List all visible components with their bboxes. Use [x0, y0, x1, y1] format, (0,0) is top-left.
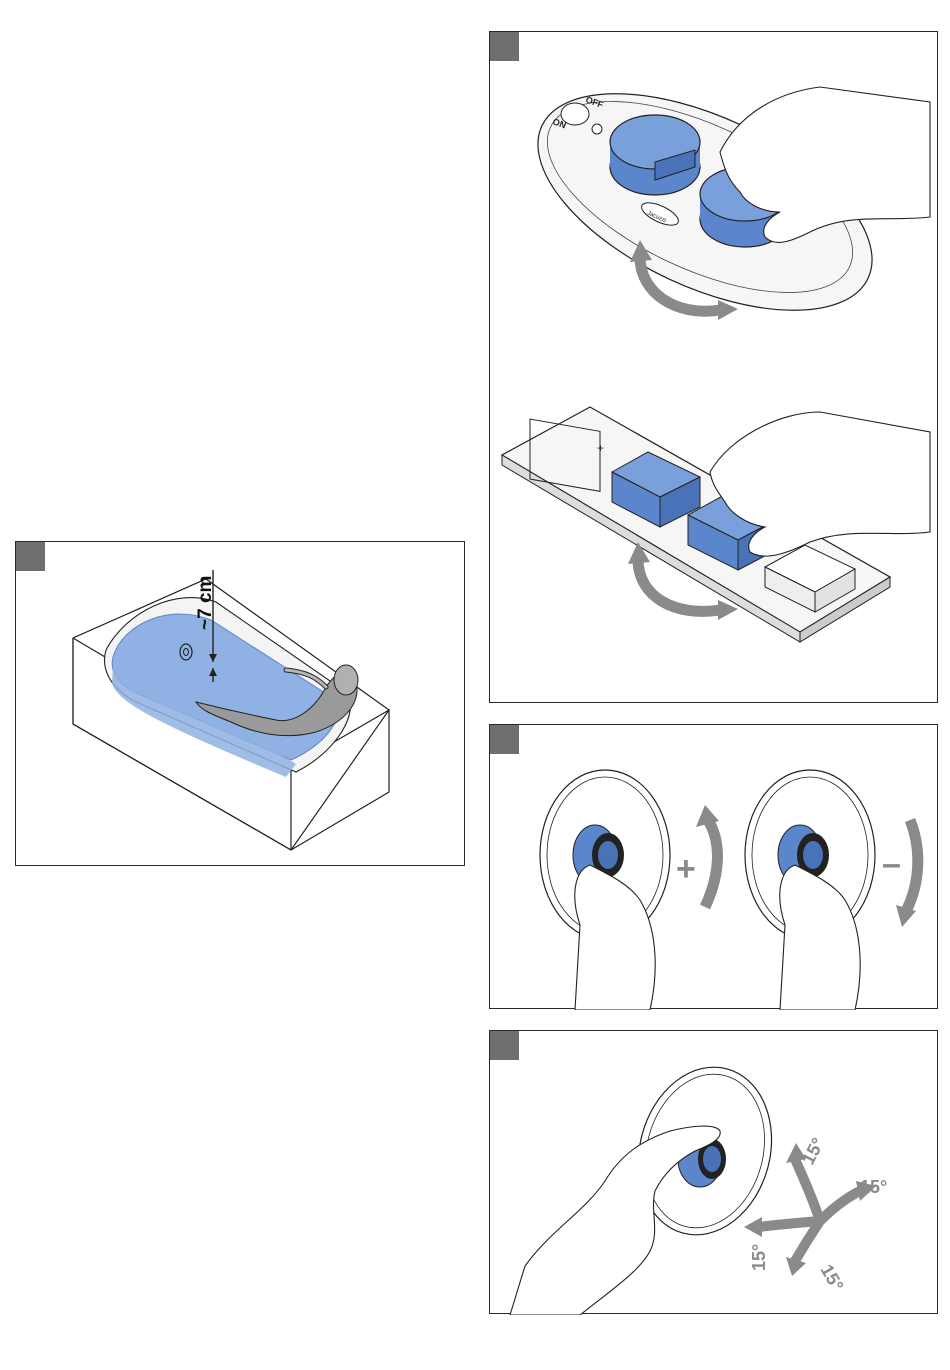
control-pad-illustration: ON OFF Jacuzzi +	[490, 32, 939, 704]
direction-arrows	[758, 1159, 860, 1261]
angle-down-label: 15°	[817, 1261, 848, 1295]
curved-arrow-icon	[705, 820, 717, 907]
arrow-head-left	[744, 1217, 762, 1237]
bathtub-illustration: ~7 cm	[16, 542, 466, 867]
decrease-label: –	[882, 845, 901, 883]
panel-bathtub-water-level: ~7 cm	[15, 541, 465, 866]
keypad-plus-label: +	[597, 441, 604, 455]
panel-knob-rotation: + –	[489, 724, 938, 1009]
knob-rotation-illustration: + –	[490, 725, 939, 1010]
water-depth-label: ~7 cm	[195, 576, 216, 630]
angle-right-label: 15°	[860, 1177, 887, 1197]
panel-control-pads: ON OFF Jacuzzi +	[489, 31, 938, 703]
angle-left-label: 15°	[749, 1244, 769, 1271]
nozzle-direction-illustration: 15° 15° 15° 15°	[490, 1031, 939, 1315]
increase-label: +	[676, 850, 696, 888]
angle-up-label: 15°	[798, 1134, 828, 1167]
curved-arrow-icon	[905, 820, 918, 913]
panel-nozzle-direction: 15° 15° 15° 15°	[489, 1030, 938, 1314]
blue-knob-1[interactable]	[610, 115, 700, 195]
